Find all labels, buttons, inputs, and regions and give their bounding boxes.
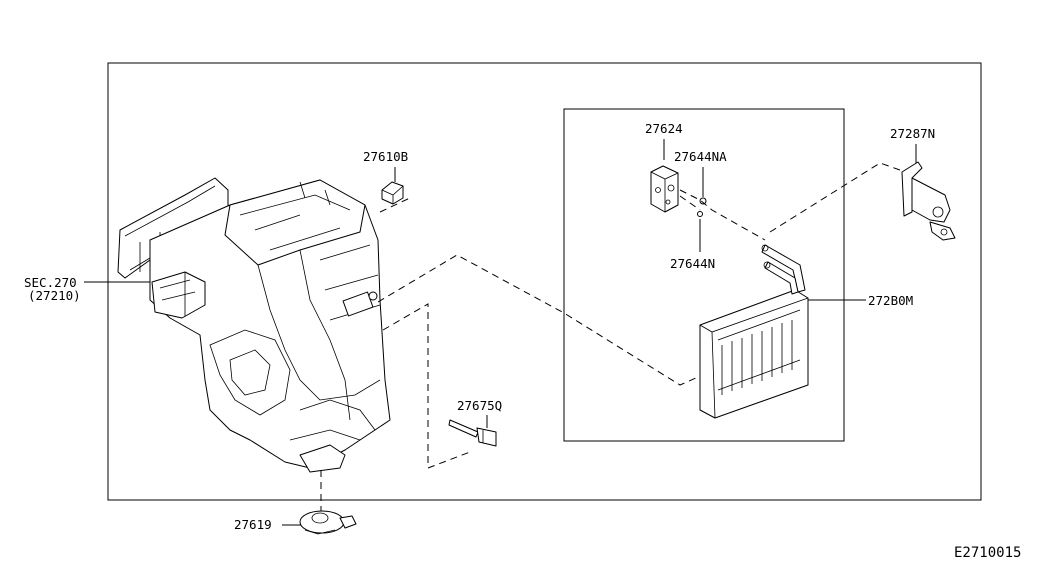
evaporator-group-frame: [563, 108, 845, 442]
resistor-27619: [299, 510, 357, 535]
clip-27610B: [381, 181, 404, 205]
callout-27675Q: 27675Q: [457, 398, 502, 413]
sec-ref-label-line2: (27210): [28, 288, 81, 303]
evaporator-272B0M: [699, 244, 809, 419]
bracket-27287N: [901, 161, 956, 241]
callout-27644N: 27644N: [670, 256, 715, 271]
figure-code: E2710015: [954, 545, 1021, 561]
sec-ref-label-line1: SEC.270: [24, 275, 77, 290]
callout-27619: 27619: [234, 517, 272, 532]
callout-27287N: 27287N: [890, 126, 935, 141]
heater-unit-assembly: [117, 177, 391, 473]
expansion-valve-27624: [650, 165, 679, 213]
o-ring-27644N: [697, 211, 703, 217]
callout-27610B: 27610B: [363, 149, 408, 164]
callout-272B0M: 272B0M: [868, 293, 913, 308]
callout-27624: 27624: [645, 121, 683, 136]
sensor-27675Q: [448, 419, 497, 447]
o-ring-27644NA: [699, 197, 707, 205]
callout-27644NA: 27644NA: [674, 149, 727, 164]
